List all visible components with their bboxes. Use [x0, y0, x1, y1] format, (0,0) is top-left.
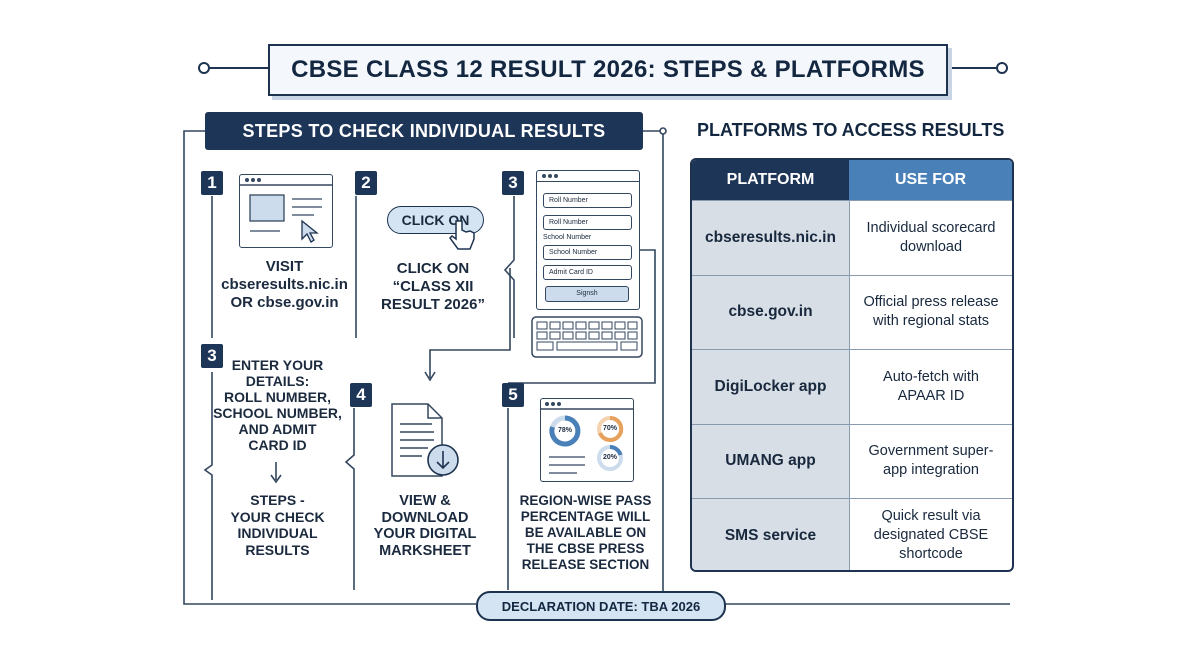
- step-number-3b: 3: [201, 344, 223, 368]
- chart-label-70: 70%: [602, 425, 617, 432]
- table-row: UMANG app Government super-app integrati…: [692, 423, 1012, 498]
- platforms-table: PLATFORM USE FOR cbseresults.nic.in Indi…: [690, 158, 1014, 572]
- step3-line: [503, 196, 515, 338]
- form-field-admit[interactable]: Admit Card ID: [543, 265, 632, 280]
- platform-cell: SMS service: [692, 499, 850, 570]
- step-number-5: 5: [502, 383, 524, 407]
- table-header: PLATFORM USE FOR: [692, 160, 1012, 200]
- steps-heading: STEPS TO CHECK INDIVIDUAL RESULTS: [205, 112, 643, 150]
- dashboard-graphic: [541, 402, 633, 474]
- chart-label-78: 78%: [557, 427, 572, 434]
- platforms-heading: PLATFORMS TO ACCESS RESULTS: [697, 120, 1005, 140]
- step4-text: VIEW & DOWNLOAD YOUR DIGITAL MARKSHEET: [373, 493, 477, 559]
- browser-window-icon: [239, 174, 333, 248]
- form-field-school[interactable]: School Number: [543, 245, 632, 260]
- platform-cell: cbseresults.nic.in: [692, 201, 850, 275]
- step-number-4: 4: [350, 383, 372, 407]
- page-title: CBSE CLASS 12 RESULT 2026: STEPS & PLATF…: [268, 44, 948, 96]
- keyboard-icon: [531, 316, 643, 358]
- step5-text: REGION-WISE PASS PERCENTAGE WILL BE AVAI…: [519, 493, 652, 572]
- platform-cell: cbse.gov.in: [692, 275, 850, 349]
- chart-label-20: 20%: [602, 454, 617, 461]
- form-titlebar: [537, 171, 639, 182]
- platform-cell: DigiLocker app: [692, 350, 850, 424]
- column-header-use-for: USE FOR: [849, 160, 1012, 200]
- form-window-icon: Roll Number Roll Number School Number Sc…: [536, 170, 640, 310]
- click-on-button[interactable]: CLICK ON: [387, 206, 484, 234]
- form-submit-button[interactable]: Signsh: [545, 286, 629, 302]
- step3-to-4-connector: [429, 268, 511, 378]
- cursor-icon: [301, 219, 319, 243]
- outer-left-connector: [183, 130, 476, 605]
- step3b-line: [203, 372, 213, 600]
- step-number-2: 2: [355, 171, 377, 195]
- title-rule-right-dot: [996, 62, 1008, 74]
- platform-cell: UMANG app: [692, 424, 850, 498]
- hand-cursor-icon: [449, 220, 475, 250]
- step2-text: CLICK ON “CLASS XII RESULT 2026”: [381, 260, 485, 313]
- browser-window-graphic: [240, 178, 332, 243]
- step4-line: [344, 408, 355, 590]
- title-rule-right: [944, 67, 1000, 69]
- column-header-platform: PLATFORM: [692, 160, 849, 200]
- step-number-3: 3: [502, 171, 524, 195]
- form-field-roll-1[interactable]: Roll Number: [543, 193, 632, 208]
- title-rule-left-dot: [198, 62, 210, 74]
- step-number-1: 1: [201, 171, 223, 195]
- step3-to-5-connector: [508, 249, 656, 384]
- step1-text: VISIT cbseresults.nic.in OR cbse.gov.in: [221, 258, 348, 311]
- step3-details-text: ENTER YOUR DETAILS: ROLL NUMBER, SCHOOL …: [213, 357, 342, 453]
- step3-subtext: STEPS - YOUR CHECK INDIVIDUAL RESULTS: [230, 492, 325, 558]
- use-cell: Government super-app integration: [868, 443, 994, 479]
- document-download-icon: [391, 403, 459, 477]
- form-field-roll-2[interactable]: Roll Number: [543, 215, 632, 230]
- title-rule-left: [205, 67, 268, 69]
- declaration-date-badge: DECLARATION DATE: TBA 2026: [476, 591, 726, 621]
- form-label-school: School Number: [543, 234, 592, 241]
- dashboard-chart-icon: 78% 70% 20%: [540, 398, 634, 482]
